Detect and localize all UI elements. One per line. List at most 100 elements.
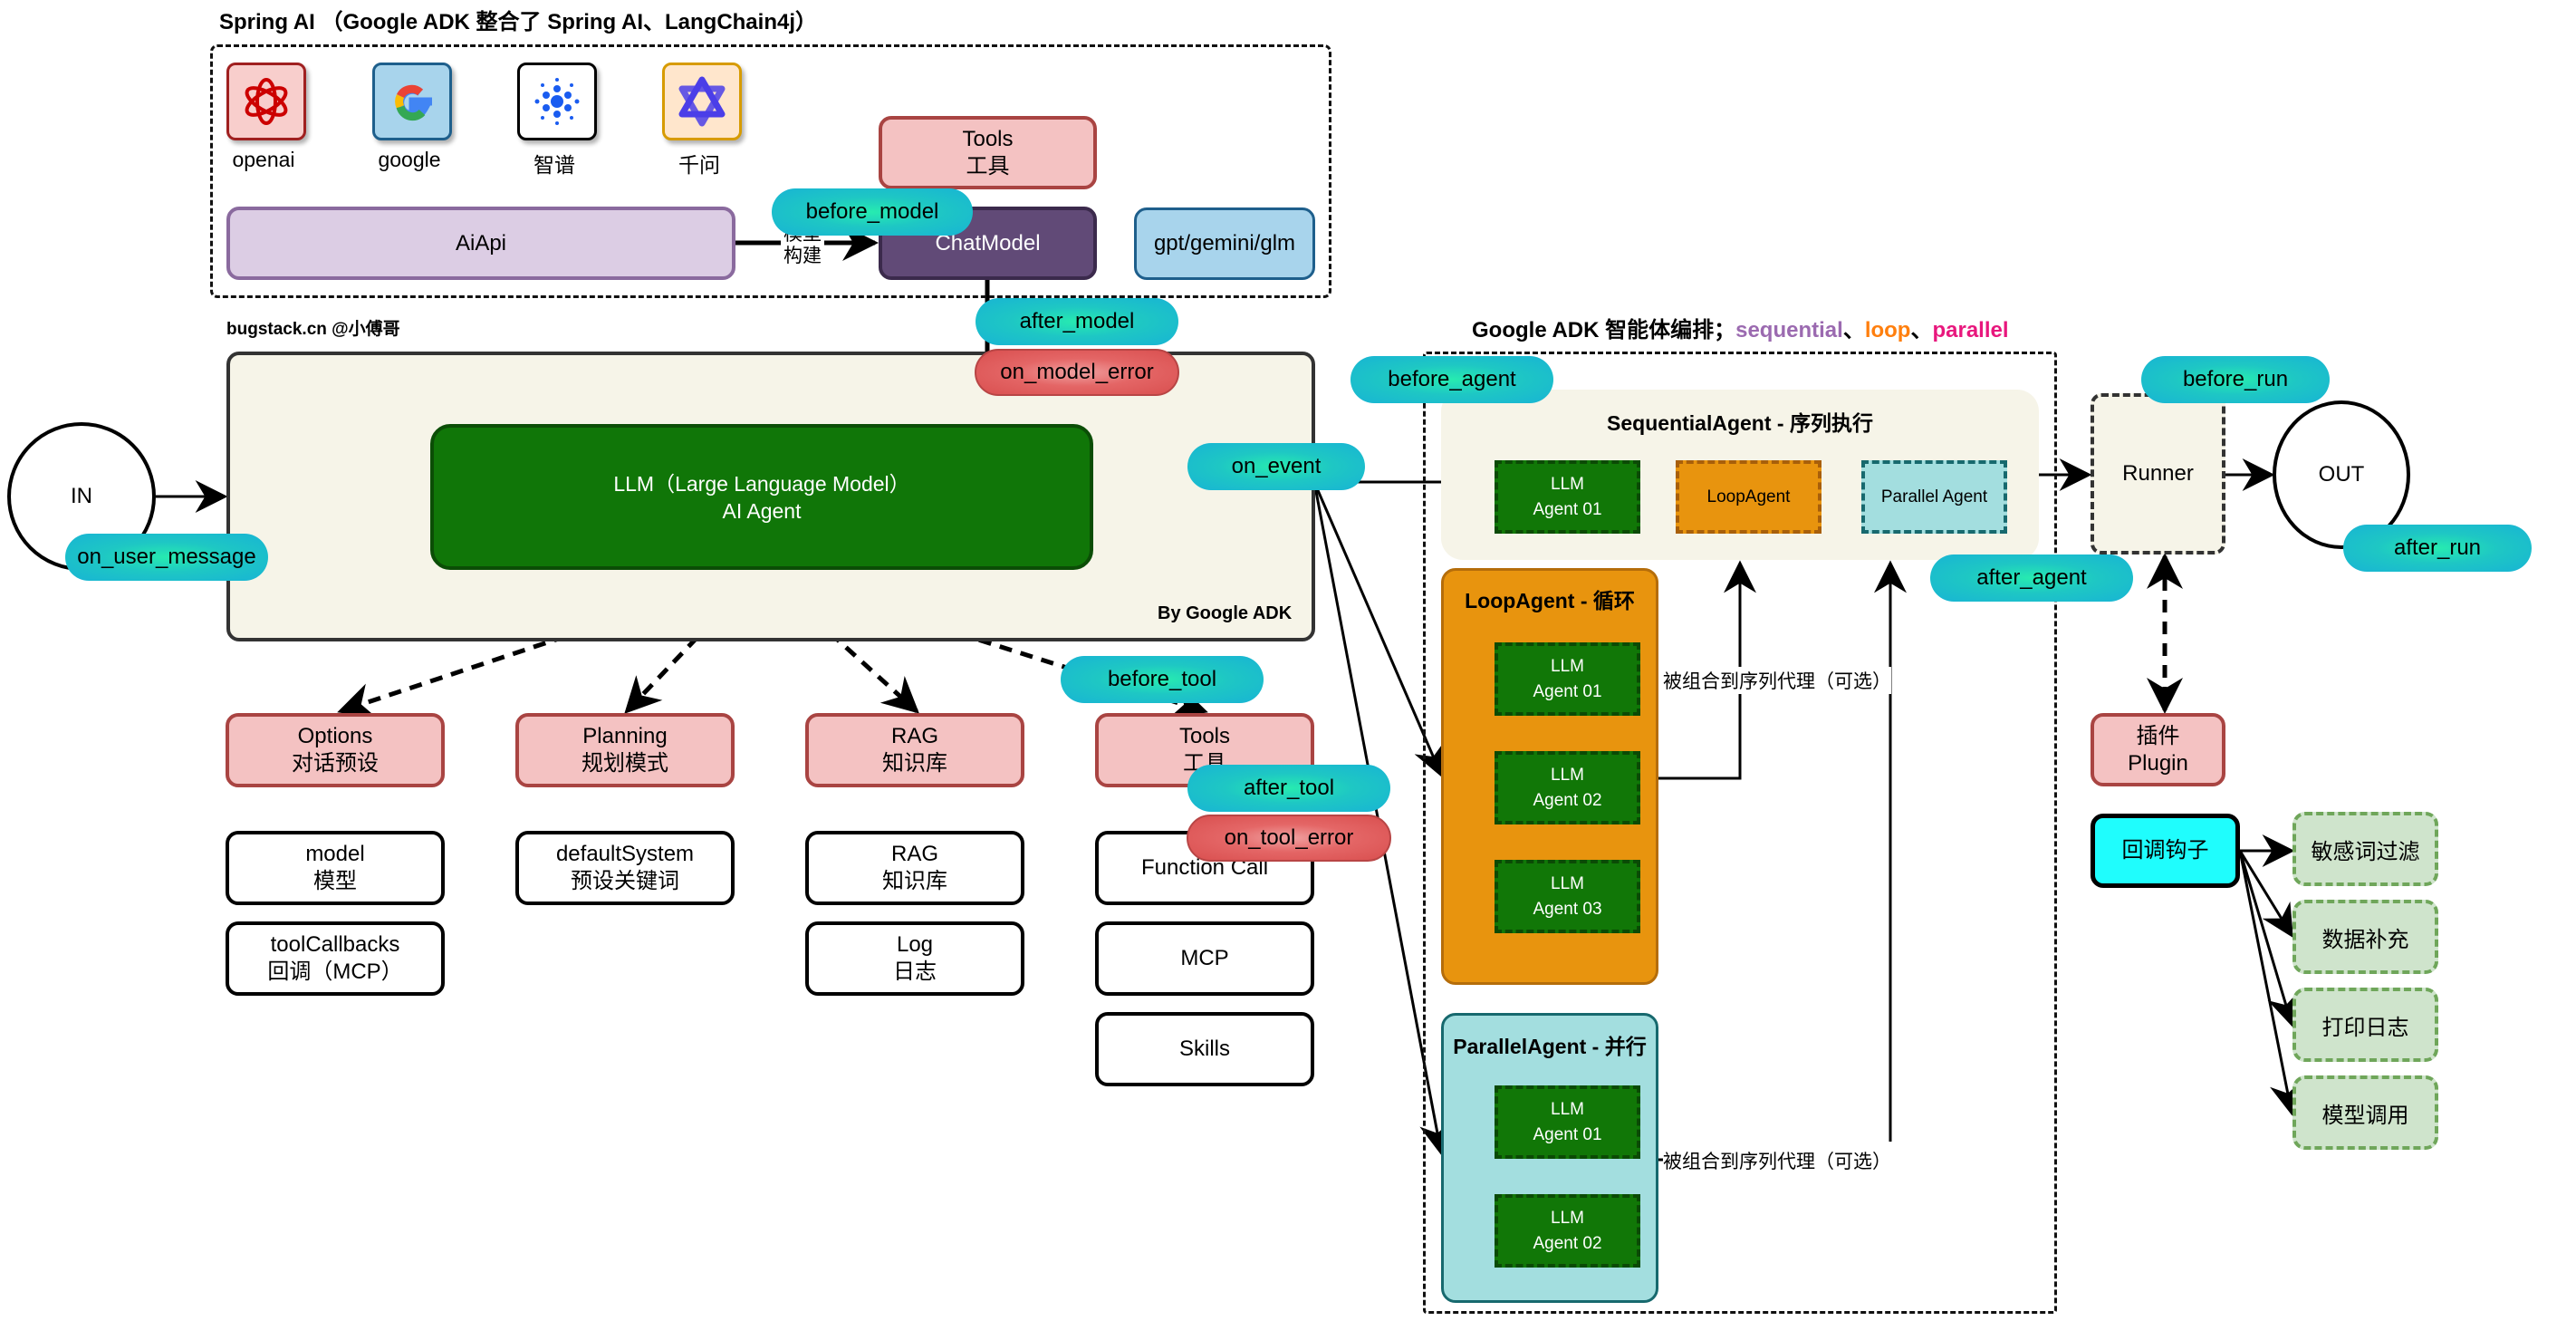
detail-line1: Skills: [1178, 1037, 1230, 1061]
detail-line1: RAG: [890, 842, 938, 866]
callback-target-sensitive-filter[interactable]: 敏感词过滤: [2292, 812, 2438, 886]
hook-on-event[interactable]: on_event: [1187, 443, 1365, 490]
agent-line2: Agent 01: [1533, 681, 1602, 701]
agent-line1: LLM: [1551, 765, 1584, 785]
separator: 、: [1842, 318, 1865, 342]
capability-line2: 规划模式: [582, 751, 668, 776]
runner-box[interactable]: Runner: [2091, 393, 2225, 554]
detail-toolcallbacks[interactable]: toolCallbacks 回调（MCP）: [226, 921, 445, 996]
agent-line1: LLM: [1551, 656, 1584, 676]
detail-line2: 知识库: [882, 869, 947, 893]
capability-planning[interactable]: Planning 规划模式: [515, 713, 735, 787]
hook-after-run[interactable]: after_run: [2343, 525, 2532, 572]
orchestration-title-prefix: Google ADK 智能体编排；: [1472, 318, 1736, 342]
hook-on-tool-error[interactable]: on_tool_error: [1187, 815, 1391, 862]
agent-line1: LLM: [1551, 474, 1584, 494]
hook-label: on_event: [1231, 454, 1322, 478]
runner-label: Runner: [2122, 461, 2194, 486]
loop-llm-agent-02[interactable]: LLM Agent 02: [1495, 751, 1640, 824]
detail-line2: 回调（MCP）: [267, 959, 403, 984]
loop-llm-agent-03[interactable]: LLM Agent 03: [1495, 860, 1640, 933]
agent-line1: LoopAgent: [1706, 487, 1791, 506]
callback-hook-label: 回调钩子: [2121, 838, 2209, 863]
models-label: gpt/gemini/glm: [1153, 231, 1296, 256]
callback-target-label: 敏感词过滤: [2311, 839, 2420, 864]
agent-line1: LLM: [1551, 1099, 1584, 1119]
sequential-title: SequentialAgent - 序列执行: [1607, 411, 1873, 435]
aiapi-box[interactable]: AiApi: [226, 207, 735, 280]
by-google-adk-label: By Google ADK: [1158, 603, 1293, 623]
parallel-llm-agent-01[interactable]: LLM Agent 01: [1495, 1085, 1640, 1159]
edge-hook-4: [2238, 850, 2302, 1116]
plugin-box[interactable]: 插件 Plugin: [2091, 713, 2225, 786]
provider-openai: [226, 63, 306, 140]
hook-label: after_agent: [1976, 565, 2087, 590]
llm-agent-box[interactable]: LLM（Large Language Model） AI Agent: [430, 424, 1093, 570]
callback-hook-box[interactable]: 回调钩子: [2091, 814, 2240, 888]
spring-ai-title: Spring AI （Google ADK 整合了 Spring AI、Lang…: [219, 10, 817, 34]
callback-target-data-supplement[interactable]: 数据补充: [2292, 900, 2438, 974]
orchestration-title: Google ADK 智能体编排；sequential、loop、paralle…: [1472, 312, 2009, 343]
llm-line2: AI Agent: [722, 498, 802, 523]
hook-label: after_model: [1019, 309, 1135, 333]
keyword-sequential: sequential: [1735, 318, 1843, 342]
hook-after-model[interactable]: after_model: [976, 298, 1178, 345]
hook-label: on_tool_error: [1224, 825, 1354, 850]
keyword-loop: loop: [1864, 318, 1911, 342]
hook-after-agent[interactable]: after_agent: [1930, 554, 2133, 602]
capability-line1: Planning: [582, 724, 668, 748]
hook-label: on_user_message: [77, 545, 256, 569]
hook-after-tool[interactable]: after_tool: [1187, 765, 1390, 812]
capability-line1: Tools: [1178, 724, 1231, 748]
provider-label-qwen: 千问: [678, 153, 720, 177]
loop-llm-agent-01[interactable]: LLM Agent 01: [1495, 642, 1640, 716]
hook-on-user-message[interactable]: on_user_message: [65, 534, 268, 581]
detail-rag[interactable]: RAG 知识库: [805, 831, 1024, 905]
hook-before-run[interactable]: before_run: [2141, 356, 2330, 403]
hook-before-agent[interactable]: before_agent: [1350, 356, 1553, 403]
qwen-icon: [662, 63, 742, 140]
seq-llm-agent-01[interactable]: LLM Agent 01: [1495, 460, 1640, 534]
hook-before-tool[interactable]: before_tool: [1061, 656, 1264, 703]
detail-skills[interactable]: Skills: [1095, 1012, 1314, 1086]
detail-mcp[interactable]: MCP: [1095, 921, 1314, 996]
llm-line1: LLM（Large Language Model）: [613, 471, 910, 496]
capability-line2: 知识库: [882, 751, 947, 776]
seq-loop-agent[interactable]: LoopAgent: [1676, 460, 1821, 534]
tools-top-line1: Tools: [962, 126, 1014, 151]
aiapi-label: AiApi: [455, 230, 507, 256]
plugin-line2: Plugin: [2128, 750, 2188, 776]
provider-google: [372, 63, 452, 140]
parallel-compose-caption: 被组合到序列代理（可选）: [1663, 1147, 1891, 1174]
hook-on-model-error[interactable]: on_model_error: [975, 349, 1179, 396]
separator: 、: [1910, 318, 1933, 342]
models-box[interactable]: gpt/gemini/glm: [1134, 207, 1315, 280]
callback-target-model-call[interactable]: 模型调用: [2292, 1075, 2438, 1150]
chatmodel-box[interactable]: ChatModel: [879, 207, 1097, 280]
detail-defaultsystem[interactable]: defaultSystem 预设关键词: [515, 831, 735, 905]
callback-target-label: 打印日志: [2321, 1015, 2409, 1040]
edge-hook-3: [2238, 850, 2299, 1027]
detail-line1: model: [305, 842, 365, 866]
agent-line2: Agent 02: [1533, 1233, 1602, 1253]
google-icon: [372, 63, 452, 140]
provider-zhipu: [517, 63, 597, 140]
callback-target-print-log[interactable]: 打印日志: [2292, 988, 2438, 1062]
capability-options[interactable]: Options 对话预设: [226, 713, 445, 787]
hook-label: before_model: [805, 199, 939, 224]
loop-title: LoopAgent - 循环: [1465, 589, 1635, 612]
tools-top-box[interactable]: Tools 工具: [879, 116, 1097, 189]
author-credit: bugstack.cn @小傅哥: [226, 320, 400, 339]
capability-rag[interactable]: RAG 知识库: [805, 713, 1024, 787]
detail-model[interactable]: model 模型: [226, 831, 445, 905]
plugin-line1: 插件: [2136, 723, 2180, 748]
detail-line2: 日志: [893, 959, 937, 984]
hook-label: before_run: [2182, 367, 2289, 391]
keyword-parallel: parallel: [1932, 318, 2009, 342]
seq-parallel-agent[interactable]: Parallel Agent: [1861, 460, 2007, 534]
hook-before-model[interactable]: before_model: [772, 188, 973, 236]
parallel-llm-agent-02[interactable]: LLM Agent 02: [1495, 1194, 1640, 1268]
openai-icon: [226, 63, 306, 140]
provider-qwen: [662, 63, 742, 140]
detail-log[interactable]: Log 日志: [805, 921, 1024, 996]
